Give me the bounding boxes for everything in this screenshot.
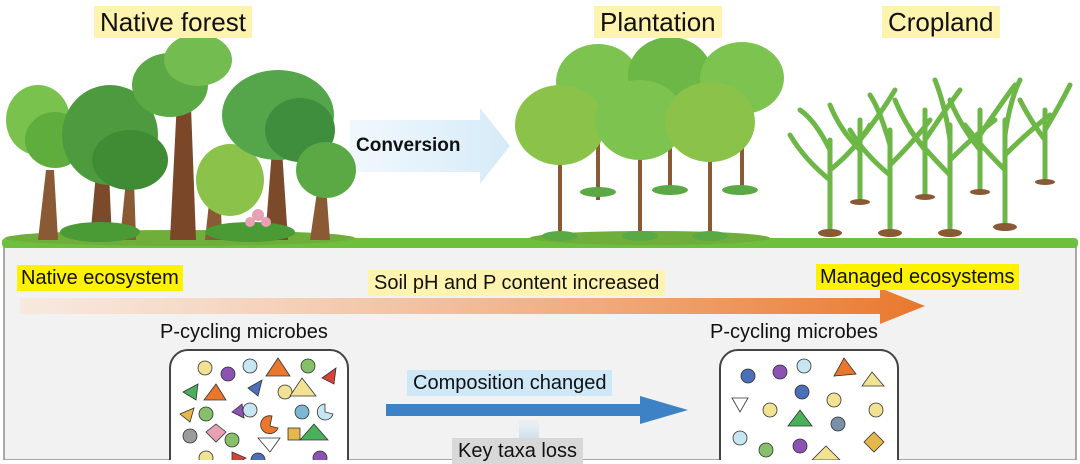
microbes-left-cluster bbox=[179, 357, 337, 460]
label-key-taxa: Key taxa loss bbox=[452, 438, 583, 464]
native-forest-illustration bbox=[5, 34, 356, 246]
label-conversion: Conversion bbox=[356, 135, 461, 156]
label-soil-change: Soil pH and P content increased bbox=[368, 270, 666, 296]
composition-arrow bbox=[386, 396, 688, 424]
label-composition: Composition changed bbox=[407, 370, 613, 396]
label-native-ecosystem: Native ecosystem bbox=[17, 265, 183, 291]
conversion-arrow bbox=[350, 108, 510, 184]
label-cropland: Cropland bbox=[882, 6, 1000, 38]
label-native-forest: Native forest bbox=[94, 6, 252, 38]
label-managed-ecosystems: Managed ecosystems bbox=[816, 264, 1019, 290]
label-microbes-left: P-cycling microbes bbox=[160, 321, 328, 343]
microbes-right-cluster bbox=[731, 357, 885, 460]
plantation-illustration bbox=[515, 37, 784, 245]
microbes-right-box bbox=[719, 349, 899, 460]
soil-gradient-arrow bbox=[20, 288, 925, 324]
cropland-illustration bbox=[787, 77, 1073, 237]
label-plantation: Plantation bbox=[594, 6, 722, 38]
label-microbes-right: P-cycling microbes bbox=[710, 321, 878, 343]
